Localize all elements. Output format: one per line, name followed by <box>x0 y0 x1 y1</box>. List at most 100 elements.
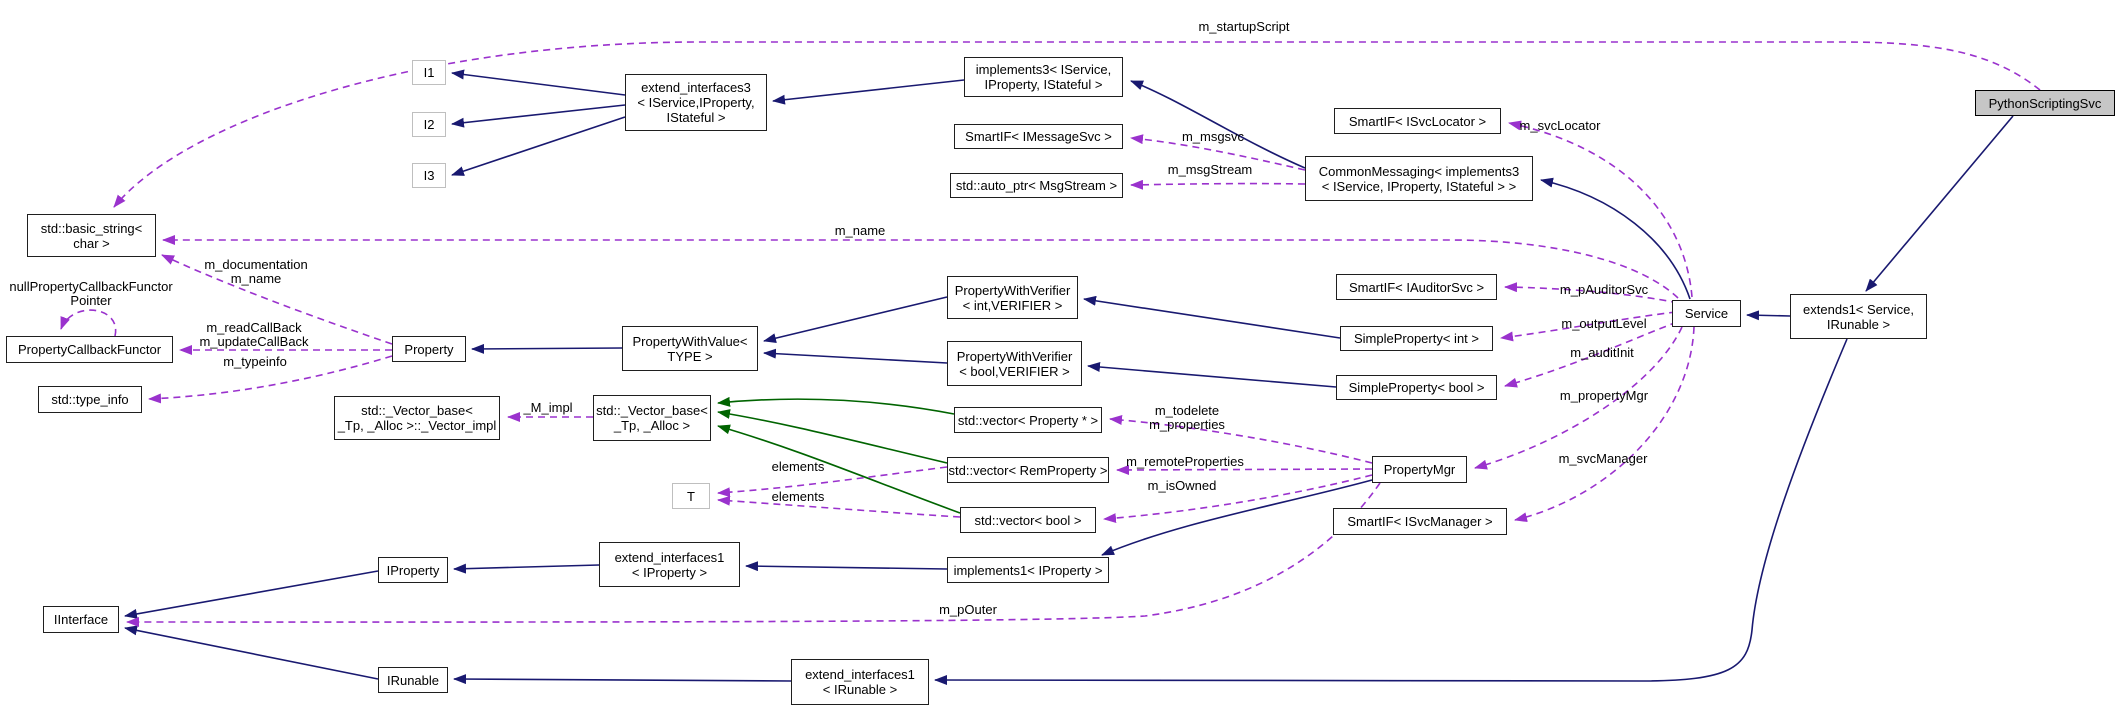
edge-label-null-functor-pointer: nullPropertyCallbackFunctor Pointer <box>9 279 173 308</box>
node-vector-remproperty[interactable]: std::vector< RemProperty > <box>947 457 1109 483</box>
node-propertycallbackfunctor[interactable]: PropertyCallbackFunctor <box>6 336 173 363</box>
edge-label-todelete-properties: m_todelete m_properties <box>1149 403 1225 432</box>
node-vector-bool-label: std::vector< bool > <box>974 512 1082 528</box>
node-smartif-imessagesvc-label: SmartIF< IMessageSvc > <box>965 129 1112 144</box>
node-extend-interfaces1-iproperty[interactable]: extend_interfaces1 < IProperty > <box>599 542 740 587</box>
edge-startupscript <box>113 41 2041 208</box>
node-i1: I1 <box>412 60 446 85</box>
node-type-info[interactable]: std::type_info <box>38 386 142 413</box>
edge-commonmessaging-to-implements3 <box>1130 80 1306 169</box>
node-vector-property-ptr-label: std::vector< Property * > <box>957 412 1099 428</box>
edge-nullfunctor-loop <box>60 309 117 337</box>
edge-pwvalue-to-property <box>471 343 623 354</box>
node-vector-property-ptr[interactable]: std::vector< Property * > <box>954 407 1102 433</box>
node-extend-interfaces3-label: extend_interfaces3 < IService,IProperty,… <box>637 80 755 125</box>
node-smartif-iauditorsvc[interactable]: SmartIF< IAuditorSvc > <box>1336 274 1497 300</box>
node-extends1-label: extends1< Service, IRunable > <box>1803 301 1914 332</box>
node-property[interactable]: Property <box>392 336 466 362</box>
node-simpleproperty-int[interactable]: SimpleProperty< int > <box>1340 326 1493 351</box>
node-vector-base[interactable]: std::_Vector_base< _Tp, _Alloc > <box>593 395 711 441</box>
node-commonmessaging-label: CommonMessaging< implements3 < IService,… <box>1318 163 1520 194</box>
node-implements1-iproperty[interactable]: implements1< IProperty > <box>947 557 1109 583</box>
edge-extint3-to-i1 <box>451 69 626 96</box>
node-propertymgr[interactable]: PropertyMgr <box>1372 456 1467 483</box>
node-basic-string[interactable]: std::basic_string< char > <box>27 214 156 257</box>
node-iproperty[interactable]: IProperty <box>378 557 448 583</box>
edge-label-svcmanager: m_svcManager <box>1558 451 1648 466</box>
edge-elements-bool <box>717 495 961 518</box>
edge-extends1-to-service <box>1746 310 1791 321</box>
edge-pauditorsvc <box>1504 282 1679 304</box>
edge-label-startup-script: m_startupScript <box>1198 19 1290 34</box>
edge-label-remoteproperties: m_remoteProperties <box>1126 454 1244 469</box>
node-propertywithvalue[interactable]: PropertyWithValue< TYPE > <box>622 326 758 371</box>
edge-irunable-to-iinterface <box>124 625 379 680</box>
node-propertywithverifier-int[interactable]: PropertyWithVerifier < int,VERIFIER > <box>947 276 1078 319</box>
node-type-info-label: std::type_info <box>51 392 129 407</box>
node-commonmessaging[interactable]: CommonMessaging< implements3 < IService,… <box>1305 156 1533 201</box>
node-irunable[interactable]: IRunable <box>378 667 448 693</box>
node-service-label: Service <box>1684 306 1729 321</box>
edge-vecbool-to-vectorbase <box>717 424 961 514</box>
node-iinterface-label: IInterface <box>53 612 109 627</box>
edge-pouter <box>126 482 1381 628</box>
node-extend-interfaces1-irunable[interactable]: extend_interfaces1 < IRunable > <box>791 659 929 705</box>
edge-extends1-to-extif1irun <box>934 338 1848 686</box>
edge-label-isowned: m_isOwned <box>1147 478 1217 493</box>
edge-label-pouter: m_pOuter <box>939 602 997 617</box>
edge-extif1irun-to-irunable <box>453 674 792 685</box>
node-simpleproperty-bool[interactable]: SimpleProperty< bool > <box>1336 375 1497 400</box>
node-implements3[interactable]: implements3< IService, IProperty, IState… <box>964 57 1123 97</box>
edge-propertymgr-to-implements1 <box>1101 479 1373 556</box>
edge-label-documentation-name: m_documentation m_name <box>204 257 308 286</box>
node-pythonscriptingsvc: PythonScriptingSvc <box>1975 90 2115 116</box>
node-iinterface[interactable]: IInterface <box>43 606 119 633</box>
edge-typeinfo <box>148 355 393 404</box>
edge-label-msgsvc: m_msgsvc <box>1181 129 1245 144</box>
node-implements1-iproperty-label: implements1< IProperty > <box>953 562 1103 578</box>
node-service[interactable]: Service <box>1672 300 1741 327</box>
edge-label-elements-b: elements <box>771 489 825 504</box>
node-extend-interfaces1-irunable-label: extend_interfaces1 < IRunable > <box>805 667 915 697</box>
node-basic-string-label: std::basic_string< char > <box>40 220 143 251</box>
node-auto-ptr-msgstream-label: std::auto_ptr< MsgStream > <box>955 178 1118 193</box>
edge-pwvbool-to-pwvalue <box>763 348 948 364</box>
node-propertywithverifier-bool[interactable]: PropertyWithVerifier < bool,VERIFIER > <box>947 341 1082 386</box>
node-propertycallbackfunctor-label: PropertyCallbackFunctor <box>17 342 162 357</box>
node-property-label: Property <box>404 341 454 357</box>
edge-label-name-long: m_name <box>834 223 886 238</box>
node-propertywithverifier-int-label: PropertyWithVerifier < int,VERIFIER > <box>954 282 1071 313</box>
node-i1-label: I1 <box>423 65 435 80</box>
node-i2-label: I2 <box>423 117 435 132</box>
edge-label-svclocator: m_svcLocator <box>1519 118 1601 133</box>
edge-label-msgstream: m_msgStream <box>1167 162 1253 177</box>
node-t: T <box>672 483 710 509</box>
node-i2: I2 <box>412 112 446 137</box>
edge-iproperty-to-iinterface <box>124 570 379 619</box>
edge-extint3-to-i3 <box>451 116 626 176</box>
node-smartif-isvclocator-label: SmartIF< ISvcLocator > <box>1348 113 1487 129</box>
node-smartif-imessagesvc[interactable]: SmartIF< IMessageSvc > <box>954 124 1123 149</box>
node-irunable-label: IRunable <box>386 672 440 688</box>
edge-svclocator <box>1508 120 1693 298</box>
edge-label-pauditorsvc: m_pAuditorSvc <box>1559 282 1649 297</box>
node-implements3-label: implements3< IService, IProperty, IState… <box>975 62 1112 92</box>
node-smartif-iauditorsvc-label: SmartIF< IAuditorSvc > <box>1348 279 1485 295</box>
edge-vecprop-to-vectorbase <box>717 396 955 415</box>
edge-msgstream <box>1130 179 1306 190</box>
node-vector-base-impl[interactable]: std::_Vector_base< _Tp, _Alloc >::_Vecto… <box>334 396 500 440</box>
node-iproperty-label: IProperty <box>386 562 440 578</box>
node-propertymgr-label: PropertyMgr <box>1383 462 1456 477</box>
edge-label-propertymgr: m_propertyMgr <box>1559 388 1649 403</box>
edge-label-read-update-callback: m_readCallBack m_updateCallBack <box>199 320 309 349</box>
node-extends1[interactable]: extends1< Service, IRunable > <box>1790 294 1927 339</box>
node-auto-ptr-msgstream[interactable]: std::auto_ptr< MsgStream > <box>950 173 1123 198</box>
node-smartif-isvclocator[interactable]: SmartIF< ISvcLocator > <box>1334 108 1501 134</box>
edge-documentation-name <box>161 254 393 345</box>
node-smartif-isvcmanager[interactable]: SmartIF< ISvcManager > <box>1333 508 1507 535</box>
edge-todelete-properties <box>1109 415 1373 464</box>
node-extend-interfaces3[interactable]: extend_interfaces3 < IService,IProperty,… <box>625 74 767 131</box>
node-vector-bool[interactable]: std::vector< bool > <box>960 507 1096 533</box>
node-i3: I3 <box>412 163 446 188</box>
edge-label-m-impl: _M_impl <box>523 400 573 415</box>
